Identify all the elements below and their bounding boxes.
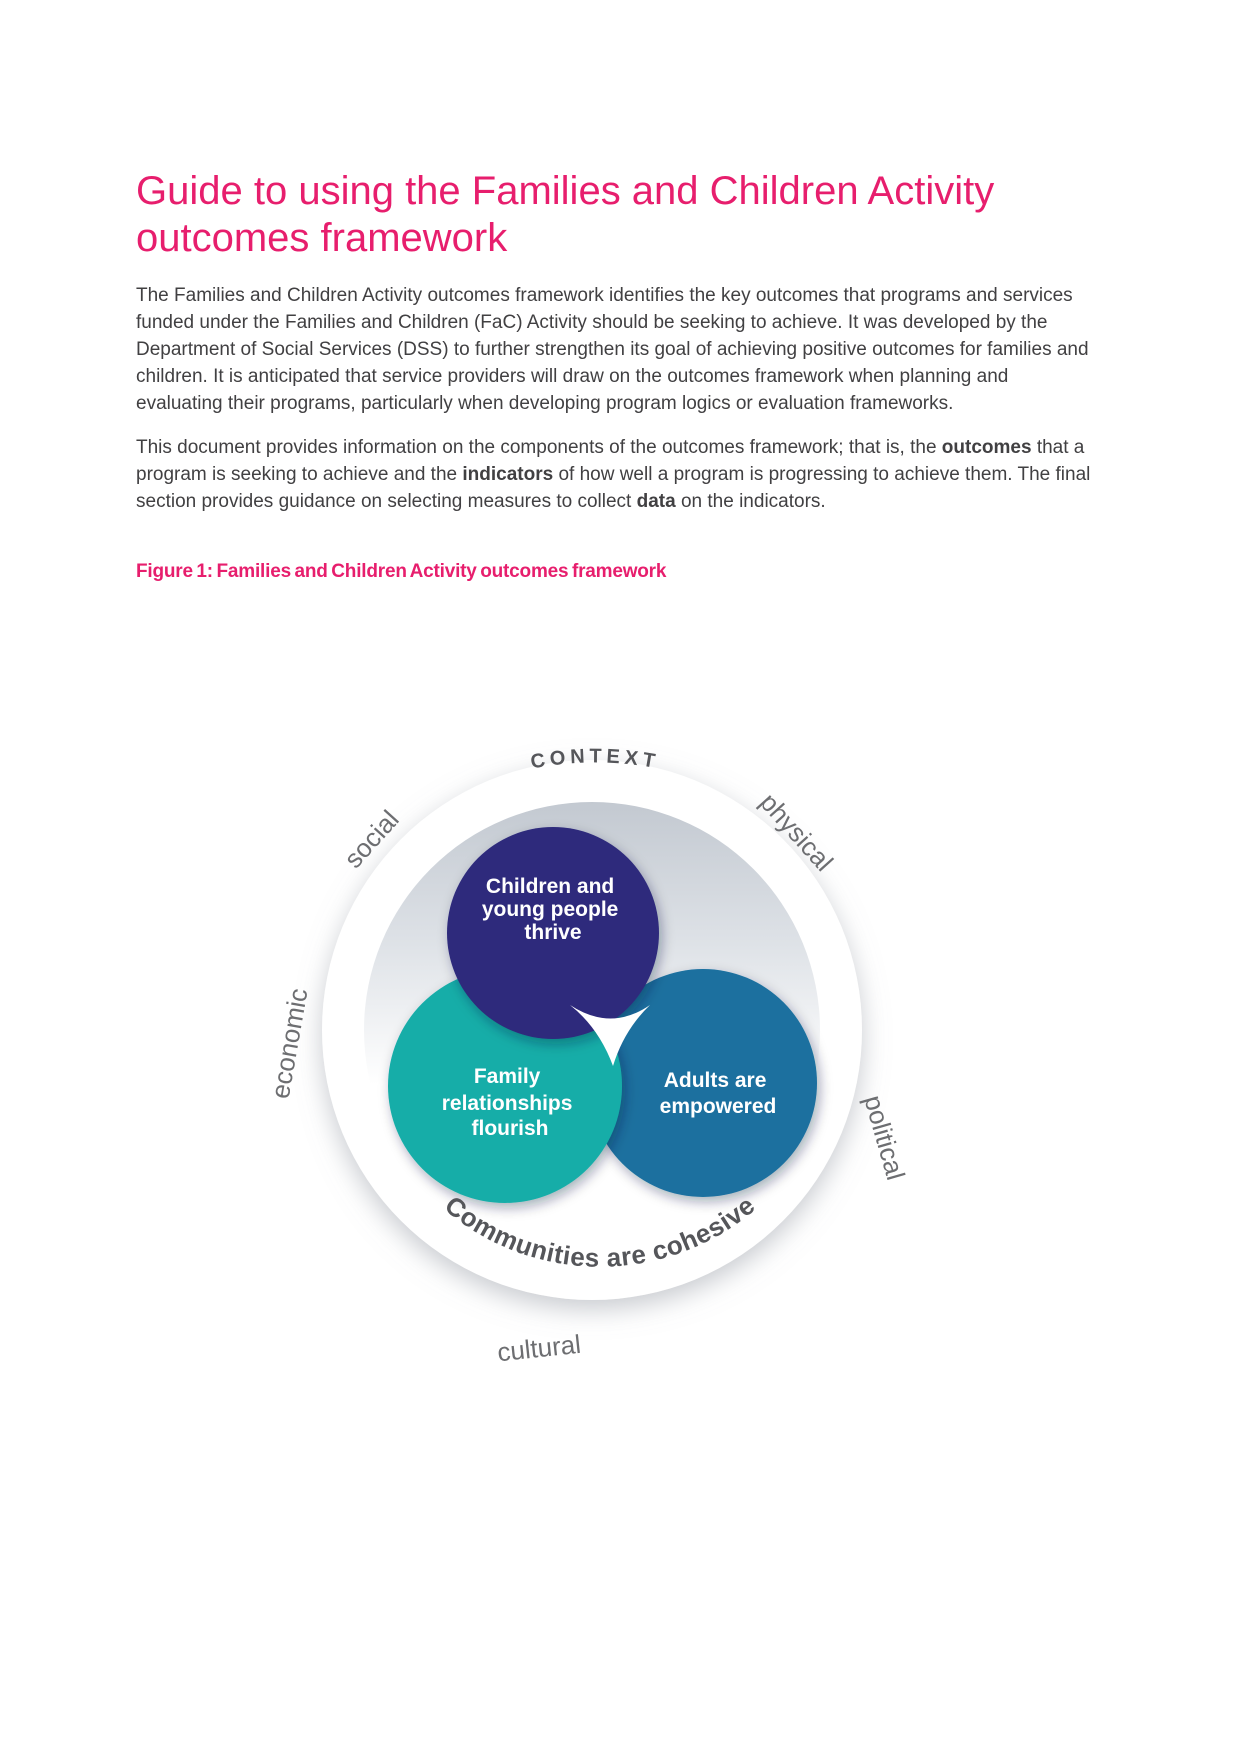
page-title: Guide to using the Families and Children… — [136, 169, 995, 261]
intro-paragraph: The Families and Children Activity outco… — [136, 285, 1089, 415]
figure-caption: Figure 1: Families and Children Activity… — [136, 561, 667, 583]
family-relationships-label: Family relationships flourish — [442, 1065, 579, 1140]
children-thrive-circle — [447, 827, 659, 1039]
bold-word-indicators: indicators — [462, 464, 554, 486]
bold-word-data: data — [636, 491, 676, 513]
outcomes-framework-diagram: CONTEXT Children and young people thrive… — [240, 660, 960, 1420]
paragraph-text: of how well a program is progressing to … — [136, 464, 1091, 513]
children-thrive-label: Children and young people thrive — [482, 875, 624, 944]
paragraph-text: that a program is seeking to achieve and… — [136, 437, 1085, 486]
edge-label-political: political — [858, 1092, 911, 1184]
edge-label-economic: economic — [265, 986, 314, 1101]
paragraph-text: on the indicators. — [675, 491, 826, 513]
paragraph-text: This document provides information on th… — [136, 437, 942, 459]
bold-word-outcomes: outcomes — [941, 437, 1032, 459]
center-white-shape — [570, 1005, 650, 1066]
adults-empowered-circle — [589, 969, 817, 1197]
text-content: Guide to using the Families and Children… — [136, 0, 1094, 583]
components-paragraph: This document provides information on th… — [136, 434, 1094, 515]
edge-label-cultural: cultural — [496, 1329, 583, 1368]
adults-empowered-label: Adults are empowered — [660, 1069, 777, 1118]
